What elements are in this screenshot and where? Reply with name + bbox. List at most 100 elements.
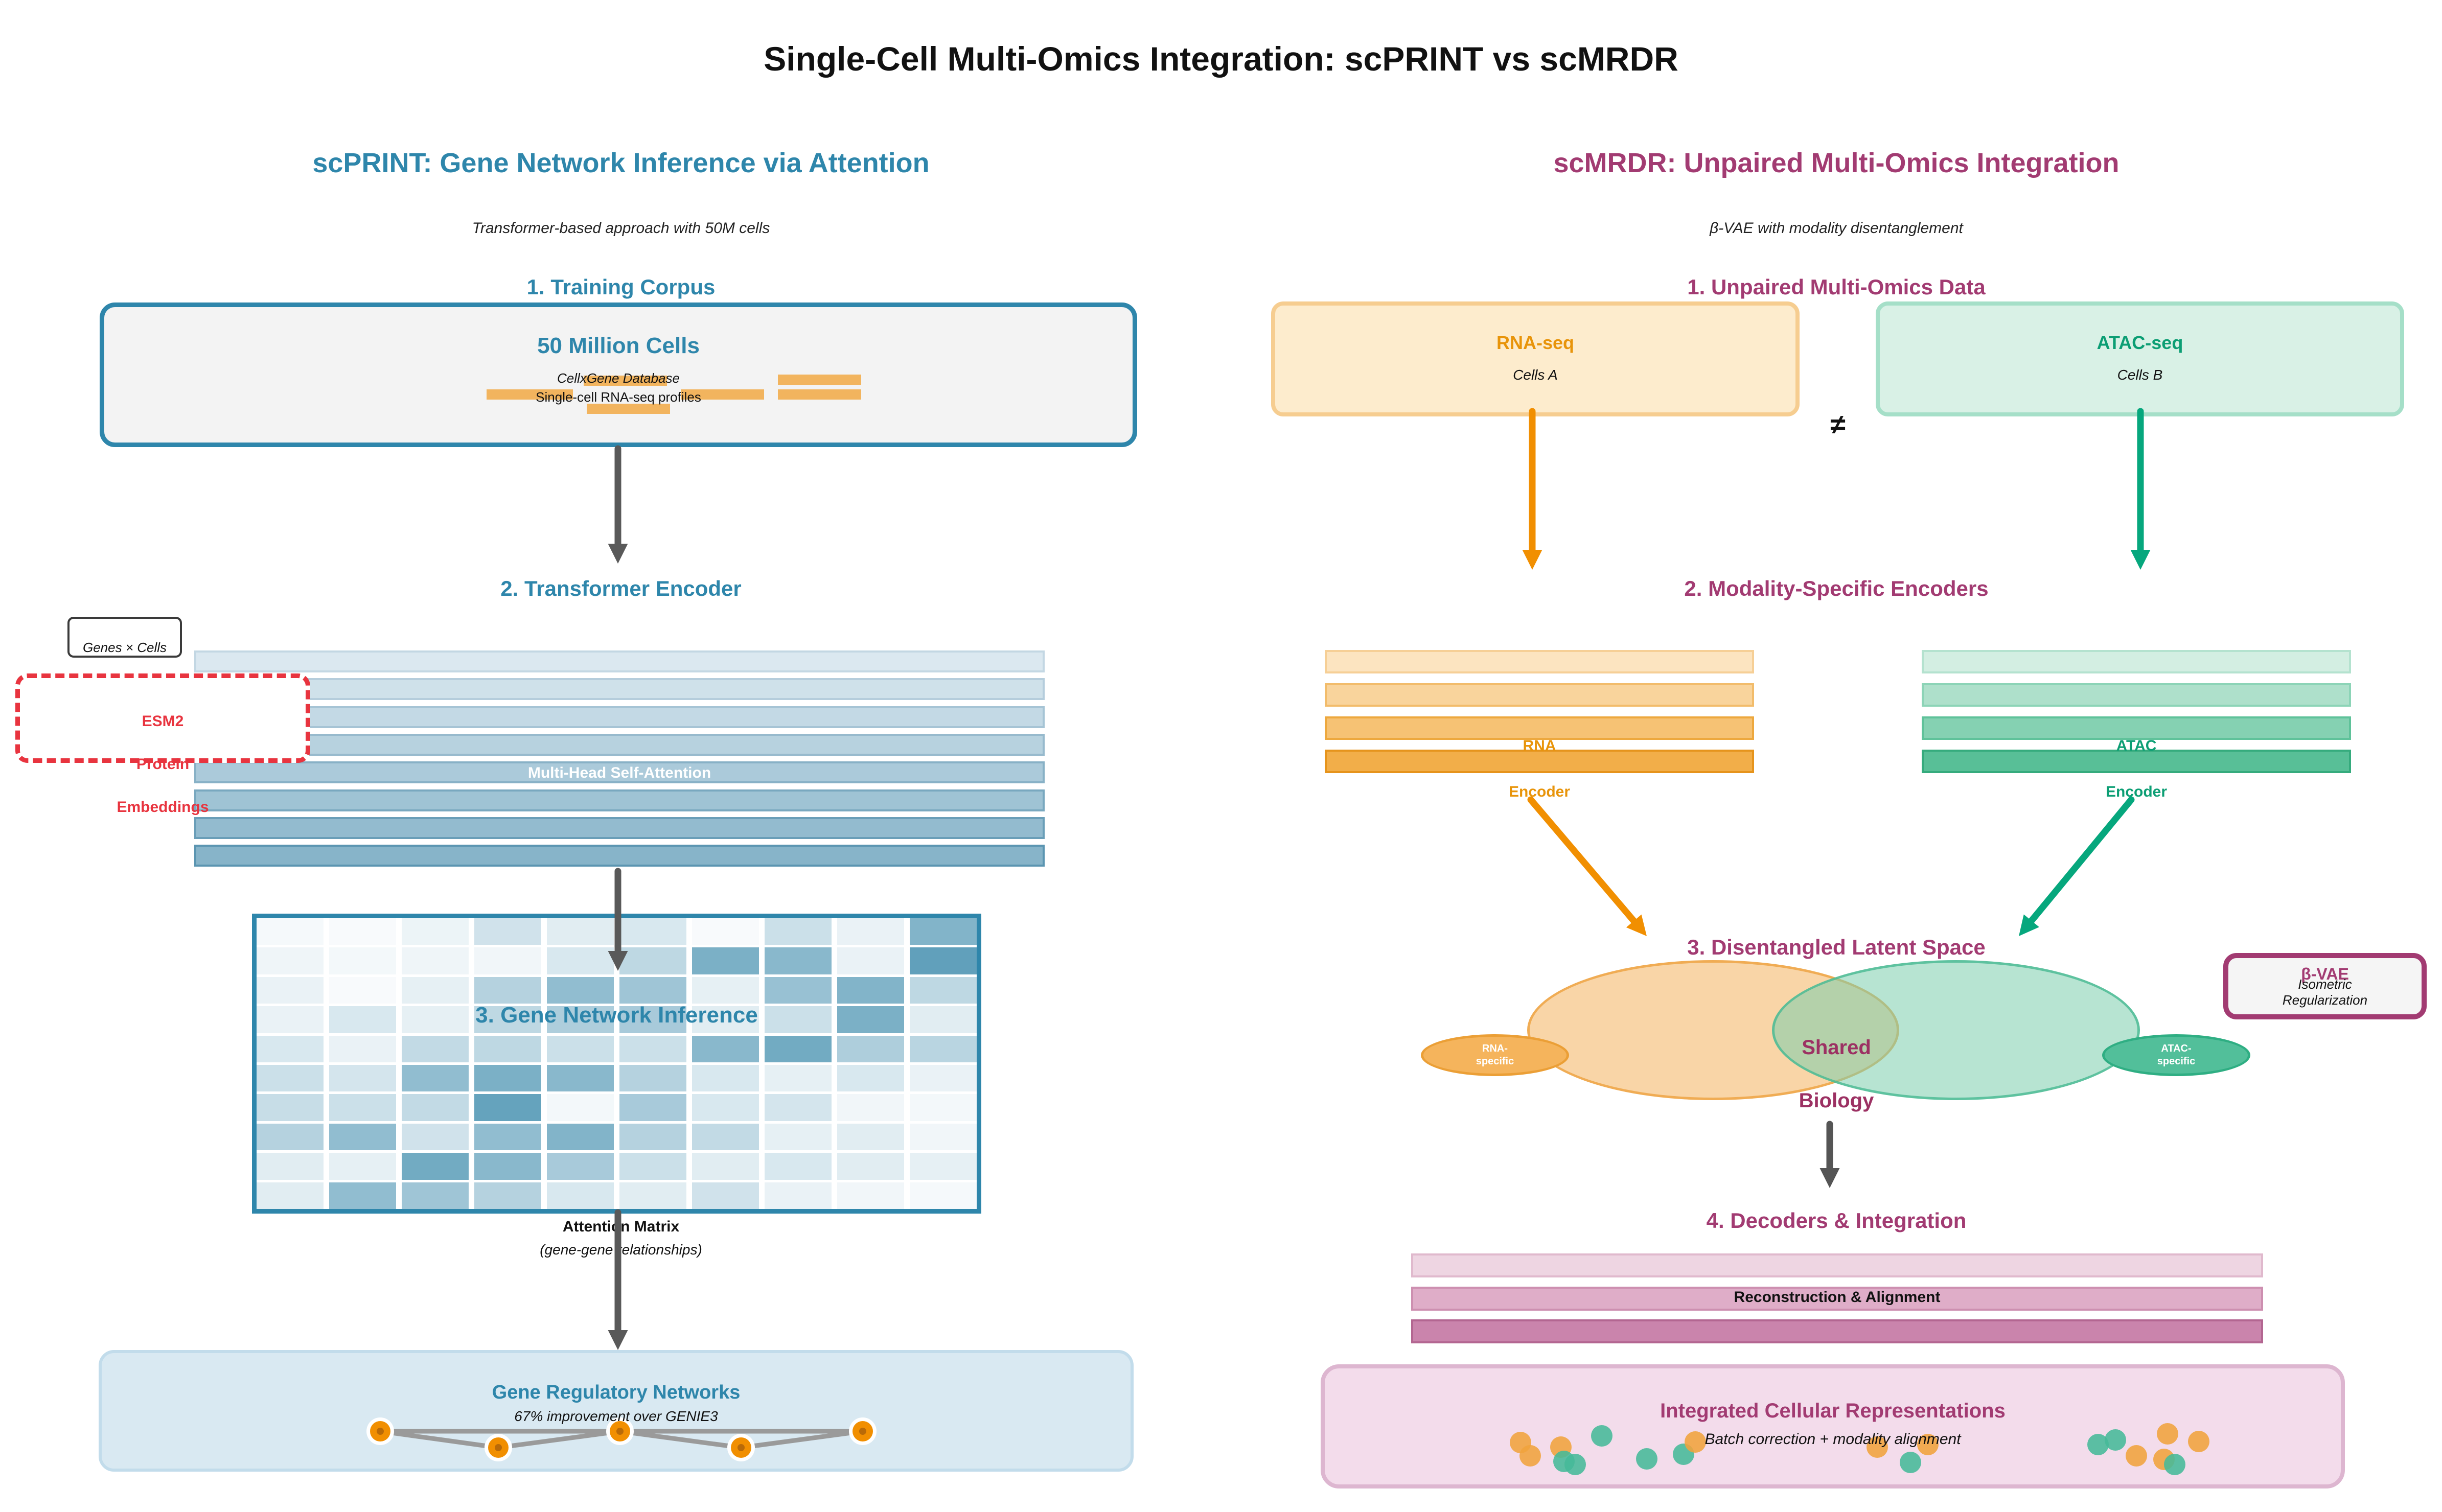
arrow-head-6	[1626, 914, 1647, 936]
heatmap-cell-39	[910, 1006, 977, 1033]
integrated-representations-subtitle: Batch correction + modality alignment	[1704, 1431, 1961, 1448]
heatmap-cell-82	[402, 1153, 469, 1180]
right-step3-header: 3. Disentangled Latent Space	[1687, 935, 1986, 959]
cell-dot-6	[1564, 1454, 1586, 1475]
heatmap-cell-67	[765, 1094, 832, 1121]
cell-dot-9	[1685, 1431, 1706, 1453]
heatmap-cell-33	[474, 1006, 541, 1033]
atac-encoder-stack	[1922, 650, 2351, 783]
heatmap-cell-43	[474, 1035, 541, 1062]
arrow-head-7	[2019, 914, 2039, 936]
integrated-representations-title: Integrated Cellular Representations	[1660, 1400, 2006, 1422]
heatmap-cell-86	[692, 1153, 759, 1180]
transformer-encoder-stack-bar-8	[194, 845, 1045, 867]
rna-encoder-stack-bar-4	[1325, 750, 1754, 773]
cell-dot-19	[2164, 1454, 2185, 1475]
transformer-encoder-stack-bar-5	[194, 761, 1045, 784]
heatmap-cell-0	[257, 918, 324, 945]
left-column-subtitle: Transformer-based approach with 50M cell…	[472, 220, 770, 237]
attention-matrix-subcaption: (gene-gene relationships)	[540, 1242, 702, 1258]
heatmap-cell-74	[547, 1123, 614, 1151]
right-step4-header: 4. Decoders & Integration	[1706, 1208, 1967, 1232]
multi-head-self-attention-label: Multi-Head Self-Attention	[527, 764, 711, 781]
rna-encoder-label: RNA Encoder	[1508, 737, 1571, 800]
heatmap-cell-70	[257, 1123, 324, 1151]
heatmap-cell-17	[765, 947, 832, 974]
arrow-line-7	[2028, 796, 2135, 924]
arrow-head-3	[608, 1330, 628, 1350]
heatmap-cell-75	[619, 1123, 686, 1151]
heatmap-cell-63	[474, 1094, 541, 1121]
heatmap-cell-26	[692, 976, 759, 1004]
heatmap-cell-85	[619, 1153, 686, 1180]
cell-dot-15	[2157, 1423, 2178, 1445]
heatmap-cell-99	[910, 1182, 977, 1209]
rna-specific-ellipse: RNA-specific	[1421, 1034, 1569, 1076]
heatmap-cell-45	[619, 1035, 686, 1062]
heatmap-cell-92	[402, 1182, 469, 1209]
heatmap-cell-60	[257, 1094, 324, 1121]
heatmap-cell-72	[402, 1123, 469, 1151]
heatmap-cell-24	[547, 976, 614, 1004]
atac-seq-subtitle: Cells B	[2117, 367, 2163, 383]
arrow-head-1	[608, 544, 628, 564]
atac-encoder-stack-bar-1	[1922, 650, 2351, 673]
corpus-chip-2	[778, 375, 861, 385]
heatmap-cell-98	[837, 1182, 904, 1209]
heatmap-cell-57	[765, 1064, 832, 1092]
atac-specific-ellipse: ATAC-specific	[2102, 1034, 2250, 1076]
rna-encoder-stack-bar-3	[1325, 716, 1754, 740]
heatmap-cell-41	[329, 1035, 396, 1062]
heatmap-cell-62	[402, 1094, 469, 1121]
heatmap-cell-79	[910, 1123, 977, 1151]
heatmap-cell-34	[547, 1006, 614, 1033]
heatmap-cell-10	[257, 947, 324, 974]
cell-dot-14	[2105, 1429, 2126, 1451]
heatmap-cell-21	[329, 976, 396, 1004]
heatmap-cell-91	[329, 1182, 396, 1209]
cell-dot-7	[1636, 1448, 1657, 1470]
cell-dot-3	[1519, 1445, 1541, 1467]
arrow-head-5	[2130, 550, 2151, 570]
decoder-stack-bar-3	[1411, 1319, 2263, 1343]
gene-regulatory-networks-box	[99, 1350, 1134, 1472]
cell-dot-12	[1900, 1452, 1921, 1473]
decoder-stack-bar-2	[1411, 1286, 2263, 1311]
heatmap-cell-90	[257, 1182, 324, 1209]
training-corpus-box	[100, 303, 1137, 447]
corpus-chip-6	[587, 404, 670, 414]
decoder-stack-bar-1	[1411, 1253, 2263, 1277]
heatmap-cell-87	[765, 1153, 832, 1180]
transformer-encoder-stack-bar-4	[194, 733, 1045, 756]
heatmap-cell-2	[402, 918, 469, 945]
heatmap-cell-48	[837, 1035, 904, 1062]
heatmap-cell-12	[402, 947, 469, 974]
heatmap-cell-15	[619, 947, 686, 974]
cell-dot-10	[1867, 1436, 1888, 1458]
heatmap-cell-80	[257, 1153, 324, 1180]
heatmap-cell-35	[619, 1006, 686, 1033]
heatmap-cell-38	[837, 1006, 904, 1033]
atac-encoder-stack-bar-2	[1922, 683, 2351, 707]
shared-biology-label: Shared Biology	[1799, 1036, 1874, 1112]
sparse-matrix-label-box: Genes × Cells (sparse matrix)	[67, 617, 182, 689]
left-step2-header: 2. Transformer Encoder	[500, 576, 742, 600]
atac-seq-box	[1876, 301, 2404, 416]
heatmap-cell-22	[402, 976, 469, 1004]
heatmap-cell-71	[329, 1123, 396, 1151]
heatmap-cell-66	[692, 1094, 759, 1121]
heatmap-cell-31	[329, 1006, 396, 1033]
cell-dot-4	[1591, 1425, 1612, 1447]
heatmap-cell-18	[837, 947, 904, 974]
esm2-label: ESM2 Protein Embeddings	[117, 713, 209, 816]
heatmap-cell-16	[692, 947, 759, 974]
heatmap-cell-73	[474, 1123, 541, 1151]
cell-dot-16	[2188, 1431, 2209, 1452]
left-column-title: scPRINT: Gene Network Inference via Atte…	[312, 148, 930, 178]
heatmap-cell-68	[837, 1094, 904, 1121]
heatmap-cell-58	[837, 1064, 904, 1092]
arrow-head-8	[1819, 1168, 1840, 1188]
heatmap-cell-3	[474, 918, 541, 945]
attention-heatmap	[252, 914, 981, 1214]
